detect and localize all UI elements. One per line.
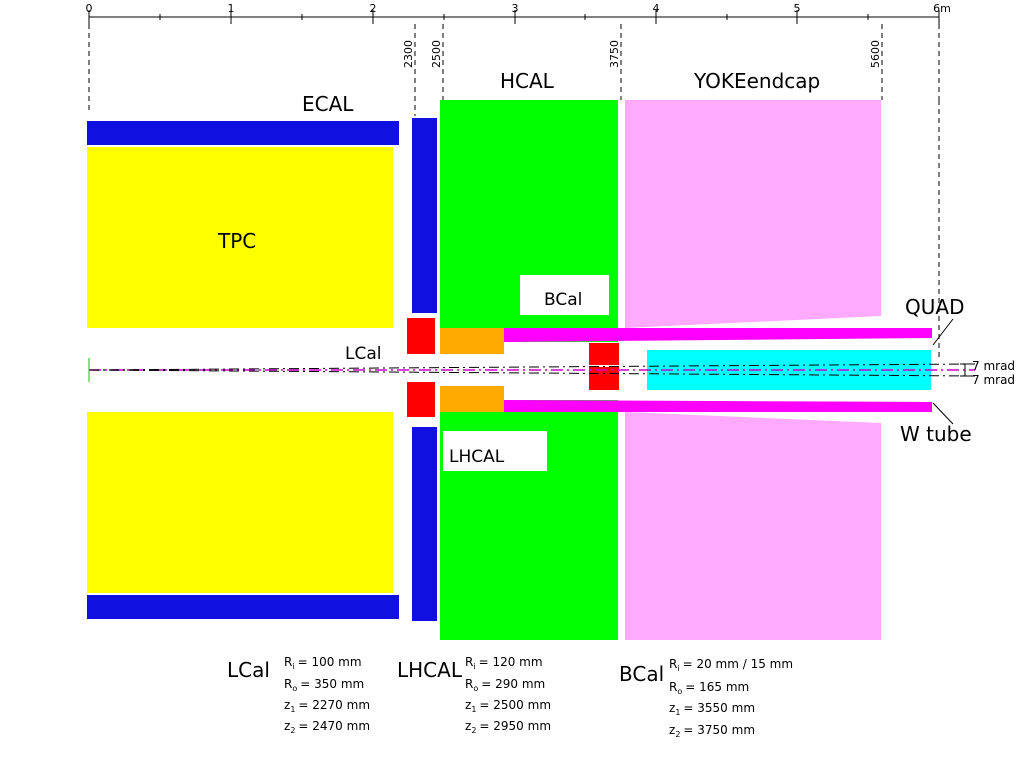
spec-bcal: BCal Ri= 20 mm / 15 mm Ro= 165 mm z1= 35… bbox=[619, 657, 793, 739]
yoke-upper bbox=[625, 100, 881, 328]
spec-lcal-line: z2= 2470 mm bbox=[284, 719, 370, 735]
spec-lhcal-title: LHCAL bbox=[397, 658, 463, 682]
label-mrad-bottom: 7 mrad bbox=[972, 373, 1015, 387]
leader-lines bbox=[932, 318, 970, 425]
scale-minor-ticks bbox=[159, 14, 869, 20]
ecal-barrel-upper bbox=[87, 121, 399, 145]
spec-lcal: LCal Ri= 100 mm Ro= 350 mm z1= 2270 mm z… bbox=[227, 655, 370, 735]
w-tube-lower bbox=[504, 400, 932, 412]
lhcal-lower bbox=[440, 386, 504, 412]
beam-lines bbox=[88, 358, 976, 382]
scale-tick-2: 2 bbox=[370, 2, 377, 15]
spec-bcal-line: Ri= 20 mm / 15 mm bbox=[669, 657, 793, 673]
yoke-lower bbox=[625, 412, 881, 640]
spec-lhcal-line: Ri= 120 mm bbox=[465, 655, 543, 671]
label-ecal: ECAL bbox=[302, 92, 354, 116]
ecal-barrel-lower bbox=[87, 595, 399, 619]
scale-major-ticks bbox=[88, 10, 940, 24]
lhcal-upper bbox=[440, 328, 504, 354]
label-bcal: BCal bbox=[544, 290, 582, 310]
label-wtube: W tube bbox=[900, 422, 972, 446]
marker-2300: 2300 bbox=[402, 40, 415, 68]
beam-incoming bbox=[88, 369, 976, 377]
tpc-upper bbox=[87, 147, 393, 328]
spec-lcal-line: Ro= 350 mm bbox=[284, 677, 364, 693]
spec-bcal-line: Ro= 165 mm bbox=[669, 680, 749, 696]
spec-lhcal-line: z2= 2950 mm bbox=[465, 719, 551, 735]
spec-bcal-line: z2= 3750 mm bbox=[669, 723, 755, 739]
scale-tick-0: 0 bbox=[86, 2, 93, 15]
lcal-lower bbox=[407, 382, 435, 417]
spec-lcal-line: z1= 2270 mm bbox=[284, 698, 370, 714]
spec-lhcal: LHCAL Ri= 120 mm Ro= 290 mm z1= 2500 mm … bbox=[397, 655, 551, 735]
marker-5600: 5600 bbox=[869, 40, 882, 68]
spec-lhcal-line: z1= 2500 mm bbox=[465, 698, 551, 714]
label-mrad-top: 7 mrad bbox=[972, 359, 1015, 373]
scale-tick-6: 6m bbox=[933, 2, 951, 15]
label-lhcal: LHCAL bbox=[449, 447, 505, 467]
marker-2500: 2500 bbox=[430, 40, 443, 68]
spec-bcal-title: BCal bbox=[619, 662, 664, 686]
marker-3750: 3750 bbox=[608, 40, 621, 68]
label-quad: QUAD bbox=[905, 295, 964, 319]
scale-tick-4: 4 bbox=[653, 2, 660, 15]
beam-outgoing bbox=[88, 363, 976, 371]
guide-lines bbox=[88, 24, 940, 360]
scale-tick-1: 1 bbox=[228, 2, 235, 15]
ecal-endcap-lower bbox=[412, 427, 437, 621]
bcal-label-box bbox=[520, 275, 609, 315]
scale-bar: 0 1 2 3 4 5 6m bbox=[86, 2, 951, 24]
scale-tick-3: 3 bbox=[512, 2, 519, 15]
label-hcal: HCAL bbox=[500, 69, 555, 93]
label-lcal: LCal bbox=[345, 344, 381, 364]
spec-lcal-title: LCal bbox=[227, 658, 270, 682]
tpc-lower bbox=[87, 412, 393, 593]
scale-tick-5: 5 bbox=[794, 2, 801, 15]
ecal-endcap-upper bbox=[412, 118, 437, 313]
label-tpc: TPC bbox=[217, 229, 256, 253]
lcal-upper bbox=[407, 318, 435, 354]
label-yoke: YOKEendcap bbox=[693, 69, 820, 93]
spec-lcal-line: Ri= 100 mm bbox=[284, 655, 362, 671]
lhcal-label-box bbox=[443, 431, 547, 471]
spec-bcal-line: z1= 3550 mm bbox=[669, 701, 755, 717]
spec-lhcal-line: Ro= 290 mm bbox=[465, 677, 545, 693]
w-tube-upper bbox=[504, 328, 932, 342]
